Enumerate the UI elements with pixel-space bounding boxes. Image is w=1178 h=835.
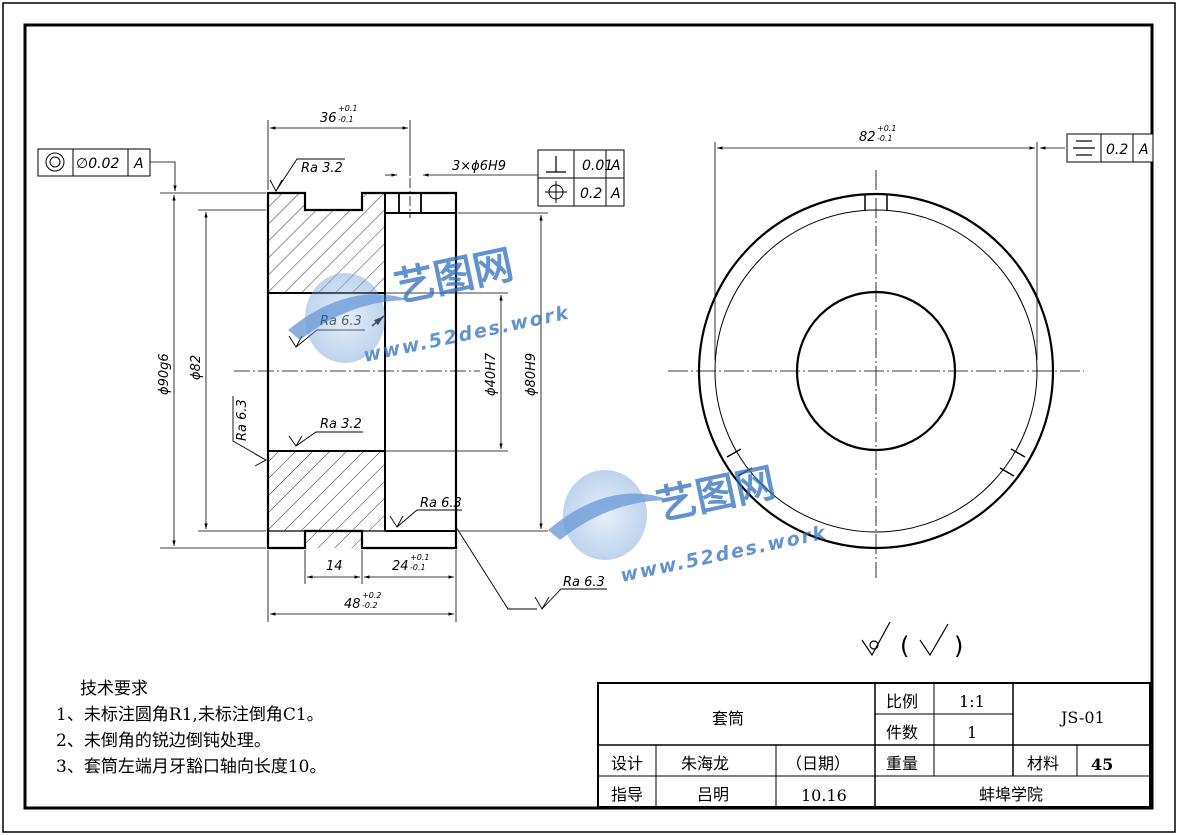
concentricity-icon: [45, 152, 65, 172]
tb-scale-value: 1:1: [959, 692, 985, 711]
dim-36-tol-dn: -0.1: [338, 115, 354, 124]
note-item-1: 1、未标注圆角R1,未标注倒角C1。: [56, 705, 324, 725]
tb-qty-value: 1: [967, 723, 977, 742]
position-icon: [545, 181, 567, 203]
tb-designer-label: 设计: [611, 754, 643, 773]
dim-phi40H7: ϕ40H7: [484, 352, 499, 396]
notes-title: 技术要求: [80, 679, 148, 699]
note-item-3: 3、套筒左端月牙豁口轴向长度10。: [56, 757, 327, 777]
end-view: [668, 142, 1084, 578]
dim-phi80H9: ϕ80H9: [524, 353, 539, 396]
dim-phi90g6: ϕ90g6: [157, 353, 172, 395]
watermark-brand-2: 艺图网: [653, 460, 780, 530]
dim-24-tol-up: +0.1: [410, 553, 429, 562]
tb-drawing-no: JS-01: [1059, 708, 1105, 727]
section-view: [234, 178, 480, 550]
dim-48-tol-up: +0.2: [362, 591, 381, 600]
tb-guide-name: 吕明: [697, 785, 729, 804]
ra-mid-label: Ra 3.2: [320, 417, 362, 432]
watermark-brand-1: 艺图网: [391, 242, 518, 312]
title-block: [597, 682, 1151, 808]
tb-qty-label: 件数: [886, 723, 918, 742]
roughness-paren-open: (: [900, 632, 909, 660]
gdt-perp-datum: A: [610, 158, 621, 174]
gdt-conc-datum: A: [133, 156, 144, 172]
dim-48-tol-dn: -0.2: [362, 601, 378, 610]
section-dimensions: 36 +0.1 -0.1 3×ϕ6H9 ϕ90g6 ϕ82 ϕ40H7 ϕ80H…: [157, 104, 548, 622]
gdt-perp-position-frame: 0.01 A 0.2 A: [537, 149, 625, 207]
tb-material-label: 材料: [1027, 754, 1059, 773]
symmetry-icon: [1073, 140, 1095, 156]
perpendicularity-icon: [546, 156, 566, 173]
tb-designer-name: 朱海龙: [681, 754, 729, 773]
ra-left-label: Ra 6.3: [235, 399, 250, 441]
gdt-conc-value: ∅0.02: [76, 156, 119, 172]
dim-36-tol-up: +0.1: [338, 104, 357, 113]
dim-24-tol-dn: -0.1: [410, 563, 426, 572]
gdt-symmetry-frame: 0.2 A: [1040, 133, 1154, 163]
ra-leader-label: Ra 6.3: [563, 575, 605, 590]
ra-top-label: Ra 3.2: [301, 161, 343, 176]
technical-requirements: 技术要求 1、未标注圆角R1,未标注倒角C1。 2、未倒角的锐边倒钝处理。 3、…: [56, 676, 326, 780]
tb-material-value: 45: [1091, 755, 1113, 774]
watermark-url-2: www.52des.work: [618, 522, 829, 587]
gdt-concentricity-frame: ∅0.02 A: [37, 148, 177, 191]
dim-36: 36: [320, 111, 337, 126]
tb-guide-label: 指导: [611, 785, 643, 804]
dim-phi82: ϕ82: [189, 355, 204, 380]
dim-82-tol-dn: -0.1: [877, 134, 893, 143]
gdt-sym-datum: A: [1138, 142, 1149, 158]
dim-holes: 3×ϕ6H9: [452, 159, 506, 174]
ra-bore-label: Ra 6.3: [420, 496, 462, 511]
gdt-sym-value: 0.2: [1106, 142, 1128, 158]
roughness-paren-close: ): [954, 632, 963, 660]
tb-date-value: 10.16: [801, 786, 847, 805]
tb-date-label: （日期）: [786, 754, 850, 773]
tb-part-name: 套筒: [712, 709, 744, 728]
dim-82-tol-up: +0.1: [877, 124, 896, 133]
watermark-url-1: www.52des.work: [361, 302, 572, 367]
tb-school: 蚌埠学院: [979, 785, 1043, 804]
general-roughness-icon: [861, 621, 949, 657]
gdt-perp-value: 0.01: [582, 158, 613, 174]
dim-14: 14: [326, 559, 343, 574]
gdt-pos-value: 0.2: [580, 186, 602, 202]
dim-48: 48: [344, 597, 361, 612]
inner-border: [23, 23, 1154, 810]
note-item-2: 2、未倒角的锐边倒钝处理。: [56, 731, 271, 751]
dim-82-right: 82: [859, 130, 876, 145]
dim-24: 24: [392, 559, 409, 574]
gdt-pos-datum: A: [610, 186, 621, 202]
tb-scale-label: 比例: [886, 692, 918, 711]
tb-weight-label: 重量: [886, 754, 918, 773]
